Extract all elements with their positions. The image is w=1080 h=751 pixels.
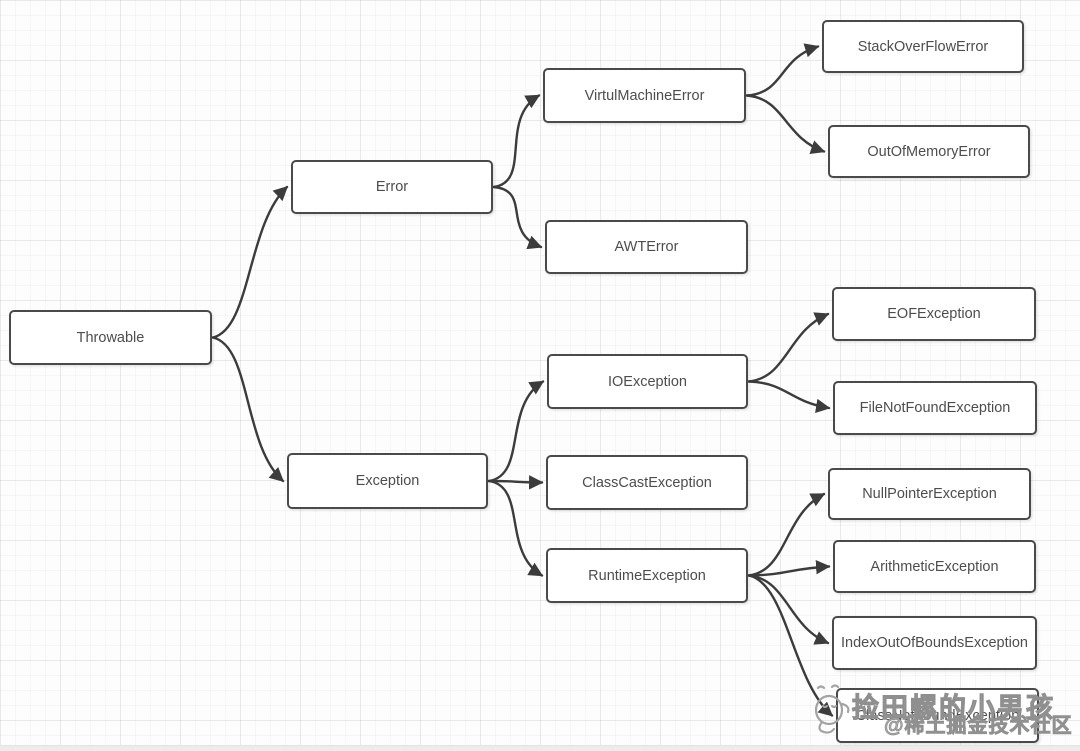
edge-io-exception-to-file-not-found-exception [747, 380, 831, 413]
edge-runtime-exception-to-null-pointer-exception [747, 492, 826, 577]
canvas-bottom-edge [0, 745, 1080, 751]
node-label: Error [375, 179, 409, 195]
edge-error-to-virtual-machine-error [492, 94, 541, 189]
node-label: IOException [608, 373, 687, 390]
node-exception: Exception [287, 453, 488, 509]
node-label: AWTError [614, 239, 679, 255]
edge-error-to-awt-error [492, 185, 543, 250]
node-out-of-memory-error: OutOfMemoryError [828, 125, 1030, 178]
doodle-face-icon [814, 684, 850, 734]
node-awt-error: AWTError [545, 220, 748, 274]
node-file-not-found-exception: FileNotFoundException [833, 381, 1037, 435]
node-label: EOFException [887, 306, 981, 322]
node-label: FileNotFoundException [859, 400, 1011, 416]
edge-virtual-machine-error-to-stack-overflow-error [745, 43, 820, 97]
edge-exception-to-class-cast-exception [487, 475, 544, 490]
node-arithmetic-exception: ArithmeticException [833, 540, 1036, 593]
node-virtual-machine-error: VirtulMachineError [543, 68, 746, 123]
node-io-exception: IOException [547, 354, 748, 409]
node-throwable: Throwable [9, 310, 212, 365]
edge-io-exception-to-eof-exception [747, 312, 830, 383]
node-null-pointer-exception: NullPointerException [828, 468, 1031, 520]
node-label: Throwable [76, 329, 145, 346]
node-stack-overflow-error: StackOverFlowError [822, 20, 1024, 73]
node-label: ArithmeticException [870, 558, 999, 575]
edge-throwable-to-error [211, 185, 289, 339]
edge-runtime-exception-to-arithmetic-exception [747, 560, 831, 577]
node-class-not-found-exception: ClassNotFoundException [836, 688, 1039, 743]
node-label: ClassCastException [582, 474, 712, 491]
watermark-community: @稀土掘金技术社区 [884, 715, 1073, 738]
edge-virtual-machine-error-to-out-of-memory-error [745, 94, 826, 155]
node-label: StackOverFlowError [857, 38, 989, 55]
node-runtime-exception: RuntimeException [546, 548, 748, 603]
node-label: VirtulMachineError [584, 87, 705, 104]
watermark: 捡田螺的小男孩 @稀土掘金技术社区 [806, 676, 1080, 751]
node-eof-exception: EOFException [832, 287, 1036, 341]
node-error: Error [291, 160, 493, 214]
node-class-cast-exception: ClassCastException [546, 455, 748, 510]
edge-exception-to-io-exception [487, 380, 545, 483]
edge-exception-to-runtime-exception [487, 479, 544, 577]
edge-runtime-exception-to-index-out-of-bounds-exception [747, 574, 830, 645]
edge-throwable-to-exception [211, 336, 285, 483]
node-label: NullPointerException [862, 486, 997, 502]
node-label: RuntimeException [588, 567, 706, 584]
node-label: IndexOutOfBoundsException [840, 635, 1028, 651]
watermark-author: 捡田螺的小男孩 [852, 693, 1055, 724]
node-index-out-of-bounds-exception: IndexOutOfBoundsException [832, 616, 1037, 670]
node-label: ClassNotFoundException [855, 707, 1020, 724]
node-label: Exception [355, 473, 420, 489]
node-label: OutOfMemoryError [867, 143, 991, 160]
